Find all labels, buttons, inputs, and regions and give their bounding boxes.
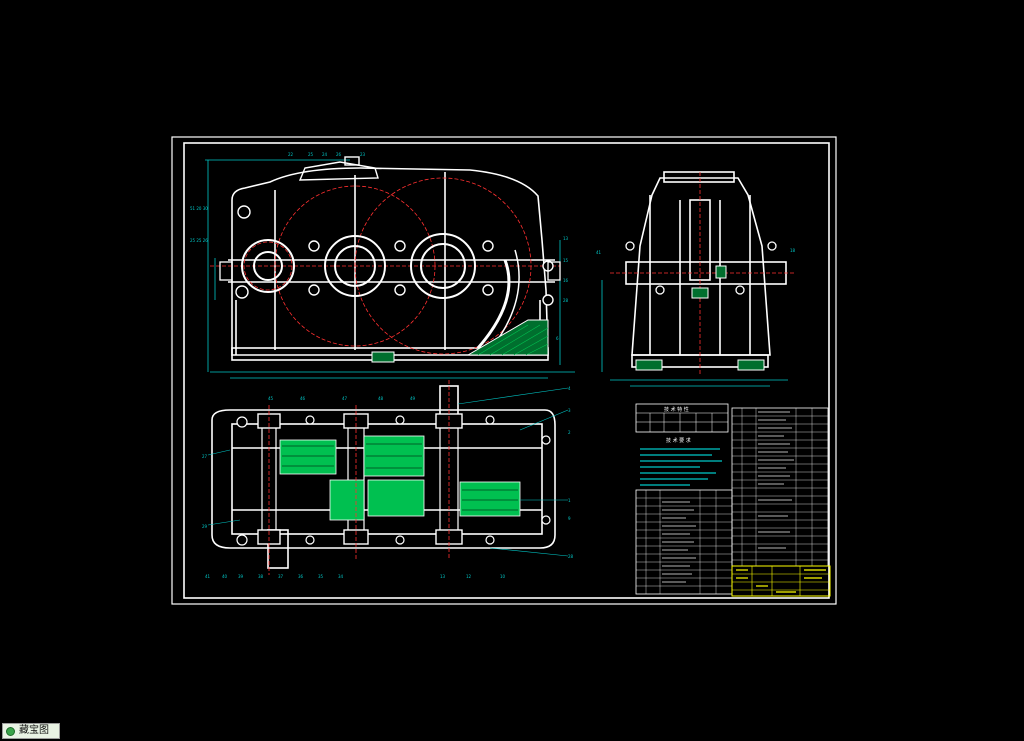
front-view: 22 25 24 26 23 51 20 30 25 25 26 13 15 16 28 6 xyxy=(190,152,575,379)
svg-text:18: 18 xyxy=(790,248,796,253)
svg-text:25: 25 xyxy=(308,152,314,157)
svg-text:35: 35 xyxy=(318,574,324,579)
technical-requirements: 技 术 要 求 xyxy=(640,437,722,486)
green-dot-icon xyxy=(6,726,15,736)
svg-text:37: 37 xyxy=(278,574,284,579)
svg-text:28: 28 xyxy=(568,554,574,559)
svg-text:38: 38 xyxy=(258,574,264,579)
svg-text:2: 2 xyxy=(568,430,571,435)
svg-text:10: 10 xyxy=(500,574,506,579)
svg-text:41: 41 xyxy=(596,250,602,255)
svg-text:15: 15 xyxy=(563,258,569,263)
svg-text:29: 29 xyxy=(202,524,208,529)
sheet-inner-border xyxy=(183,142,830,599)
svg-text:45: 45 xyxy=(268,396,274,401)
svg-text:12: 12 xyxy=(466,574,472,579)
svg-text:1: 1 xyxy=(568,498,571,503)
svg-text:46: 46 xyxy=(300,396,306,401)
svg-text:6: 6 xyxy=(556,336,559,341)
svg-text:23: 23 xyxy=(360,152,366,157)
svg-text:41: 41 xyxy=(205,574,211,579)
svg-text:22: 22 xyxy=(288,152,294,157)
svg-text:39: 39 xyxy=(238,574,244,579)
side-view: 41 18 xyxy=(596,171,796,387)
svg-text:26: 26 xyxy=(336,152,342,157)
svg-text:4: 4 xyxy=(568,386,571,391)
sheet-outer-border xyxy=(171,136,837,605)
tech-req-title: 技 术 要 求 xyxy=(666,437,691,444)
svg-text:36: 36 xyxy=(298,574,304,579)
svg-text:24: 24 xyxy=(322,152,328,157)
svg-text:16: 16 xyxy=(563,278,569,283)
svg-text:28: 28 xyxy=(563,298,569,303)
top-section-view: 4 3 2 1 9 28 27 29 41 40 39 38 37 36 35 34 13 12 10 45 4… xyxy=(202,380,574,579)
parts-list-lower xyxy=(635,489,733,595)
svg-text:47: 47 xyxy=(342,396,348,401)
svg-text:13: 13 xyxy=(440,574,446,579)
svg-text:34: 34 xyxy=(338,574,344,579)
tech-table-title: 技 术 特 性 xyxy=(664,406,689,413)
svg-text:51 20 30: 51 20 30 xyxy=(190,206,208,211)
watermark-label: 藏宝图 xyxy=(19,725,49,736)
svg-text:13: 13 xyxy=(563,236,569,241)
title-block xyxy=(731,565,831,597)
svg-text:25 25 26: 25 25 26 xyxy=(190,238,208,243)
svg-text:3: 3 xyxy=(568,408,571,413)
watermark-badge[interactable]: 藏宝图 xyxy=(2,723,60,739)
svg-text:40: 40 xyxy=(222,574,228,579)
parts-list-upper xyxy=(731,407,829,567)
svg-text:9: 9 xyxy=(568,516,571,521)
svg-text:49: 49 xyxy=(410,396,416,401)
svg-text:27: 27 xyxy=(202,454,208,459)
svg-text:48: 48 xyxy=(378,396,384,401)
tech-spec-table: 技 术 特 性 xyxy=(635,403,729,433)
